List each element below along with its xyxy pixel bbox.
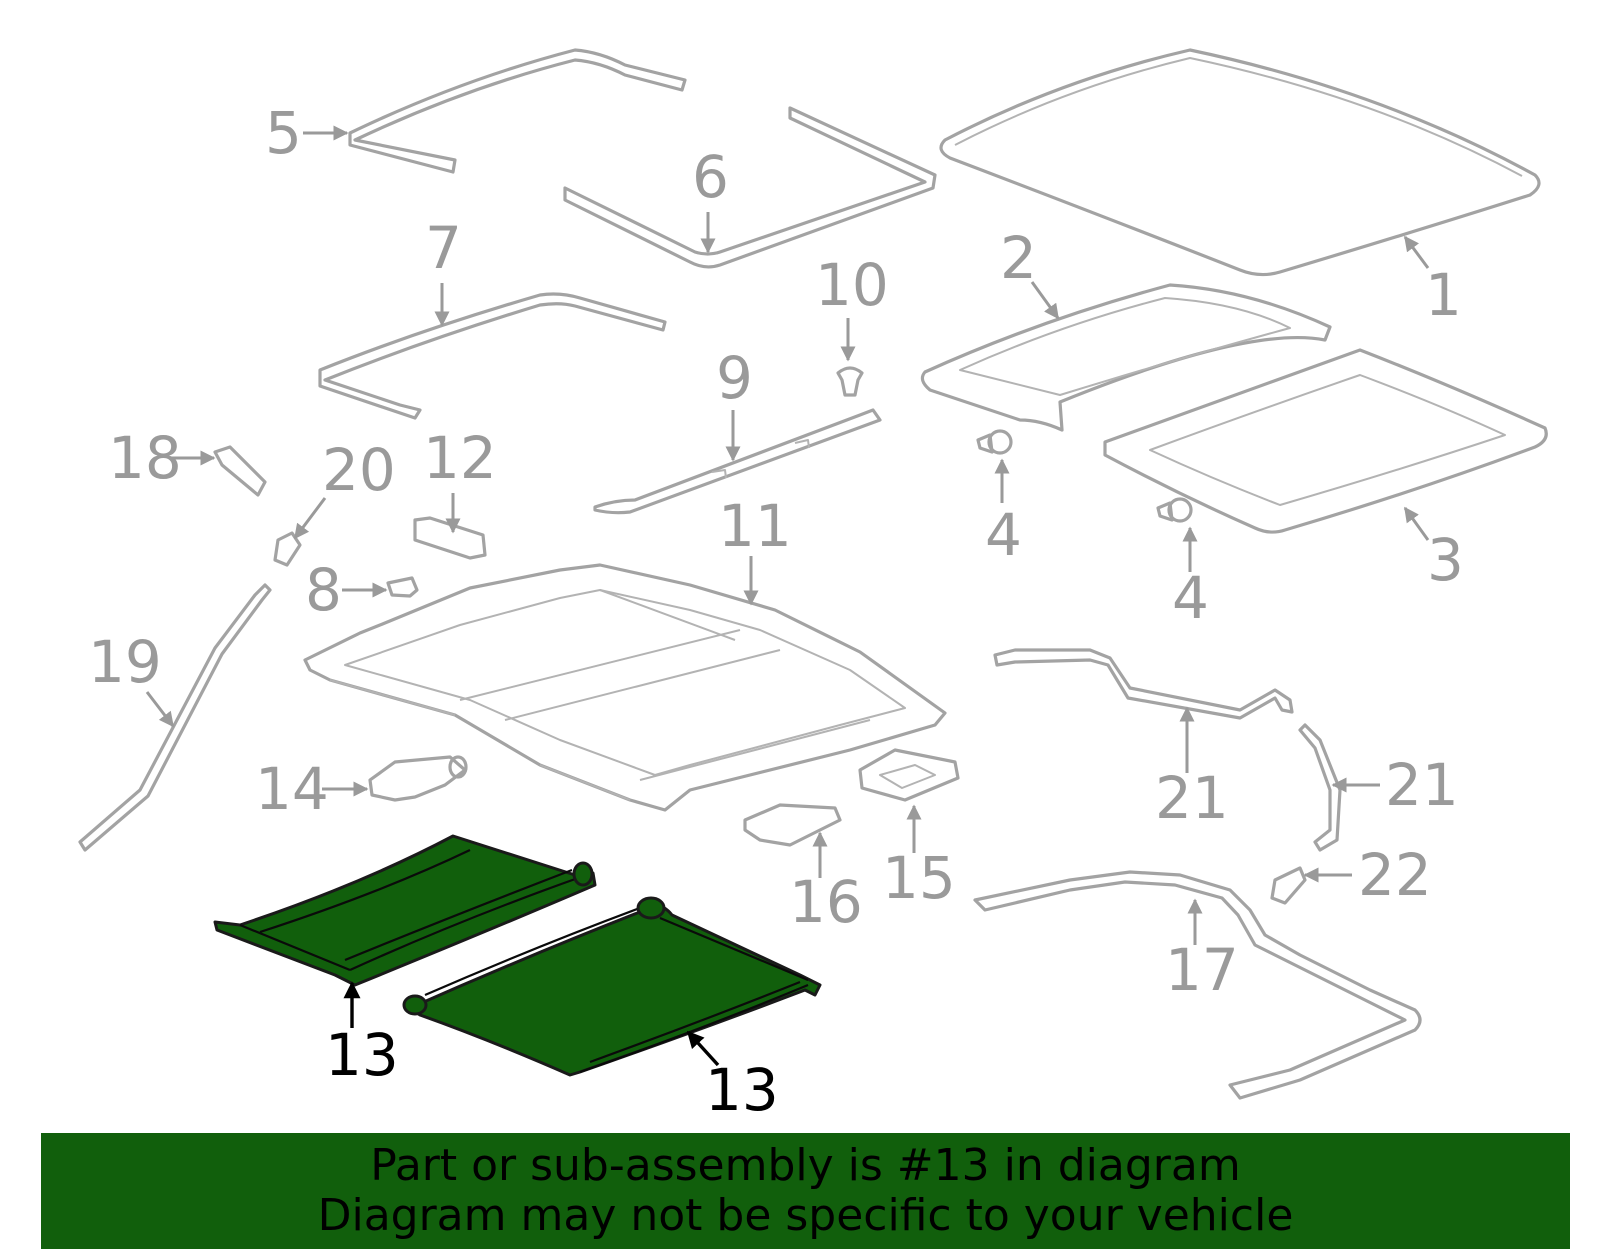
callout-12: 12 [423, 424, 497, 492]
part-2-front-frame [920, 283, 1332, 432]
callout-22: 22 [1358, 841, 1432, 909]
callout-21a: 21 [1155, 764, 1229, 832]
part-21-hose-a [993, 648, 1294, 720]
part-12-bracket [413, 516, 487, 560]
callout-8: 8 [305, 556, 342, 624]
part-22-connector [1270, 866, 1307, 905]
callout-4b: 4 [1172, 564, 1209, 632]
callout-7: 7 [425, 214, 462, 282]
callout-11: 11 [718, 492, 792, 560]
part-15-bracket [858, 748, 960, 802]
part-7-trim [318, 292, 667, 420]
part-20-connector [273, 531, 302, 567]
info-banner: Part or sub-assembly is #13 in diagram D… [41, 1133, 1570, 1249]
part-4-clip-a [976, 429, 1013, 455]
callout-13b: 13 [705, 1056, 779, 1124]
part-13-sunshade-rear [402, 896, 822, 1077]
callout-13a: 13 [325, 1021, 399, 1089]
callout-15: 15 [882, 844, 956, 912]
part-3-rear-frame [1103, 348, 1548, 534]
banner-line-part-number: Part or sub-assembly is #13 in diagram [370, 1140, 1241, 1191]
callout-20: 20 [322, 436, 396, 504]
part-5-seal [348, 48, 687, 174]
callout-labels: 1 2 3 4 4 5 6 7 8 9 10 11 12 13 13 14 15… [88, 99, 1464, 1124]
callout-9: 9 [716, 344, 753, 412]
callout-10: 10 [815, 251, 889, 319]
part-19-hose [78, 583, 272, 852]
callout-18: 18 [108, 424, 182, 492]
banner-line-disclaimer: Diagram may not be specific to your vehi… [317, 1190, 1294, 1241]
part-9-rail [593, 408, 882, 515]
part-14-motor [368, 755, 468, 802]
part-13-sunshade-front [213, 834, 597, 987]
part-4-clip-b [1156, 497, 1193, 523]
part-11-main-frame [303, 563, 947, 812]
part-6-seal [563, 106, 937, 269]
callout-1: 1 [1425, 261, 1462, 329]
callout-19: 19 [88, 628, 162, 696]
part-16-bracket [743, 803, 842, 847]
part-21-hose-b [1298, 723, 1342, 852]
callout-3: 3 [1427, 526, 1464, 594]
callout-14: 14 [255, 755, 329, 823]
callout-6: 6 [692, 143, 729, 211]
callout-21b: 21 [1385, 751, 1459, 819]
callout-4a: 4 [985, 501, 1022, 569]
callout-16: 16 [789, 868, 863, 936]
part-1-glass [939, 48, 1541, 277]
part-8-bracket [386, 576, 419, 598]
part-10-fastener [836, 366, 864, 397]
part-18-connector [213, 445, 267, 497]
callout-5: 5 [265, 99, 302, 167]
callout-17: 17 [1165, 936, 1239, 1004]
part-17-cable [973, 870, 1422, 1100]
callout-2: 2 [1000, 224, 1037, 292]
leader-lines [145, 125, 1430, 1067]
